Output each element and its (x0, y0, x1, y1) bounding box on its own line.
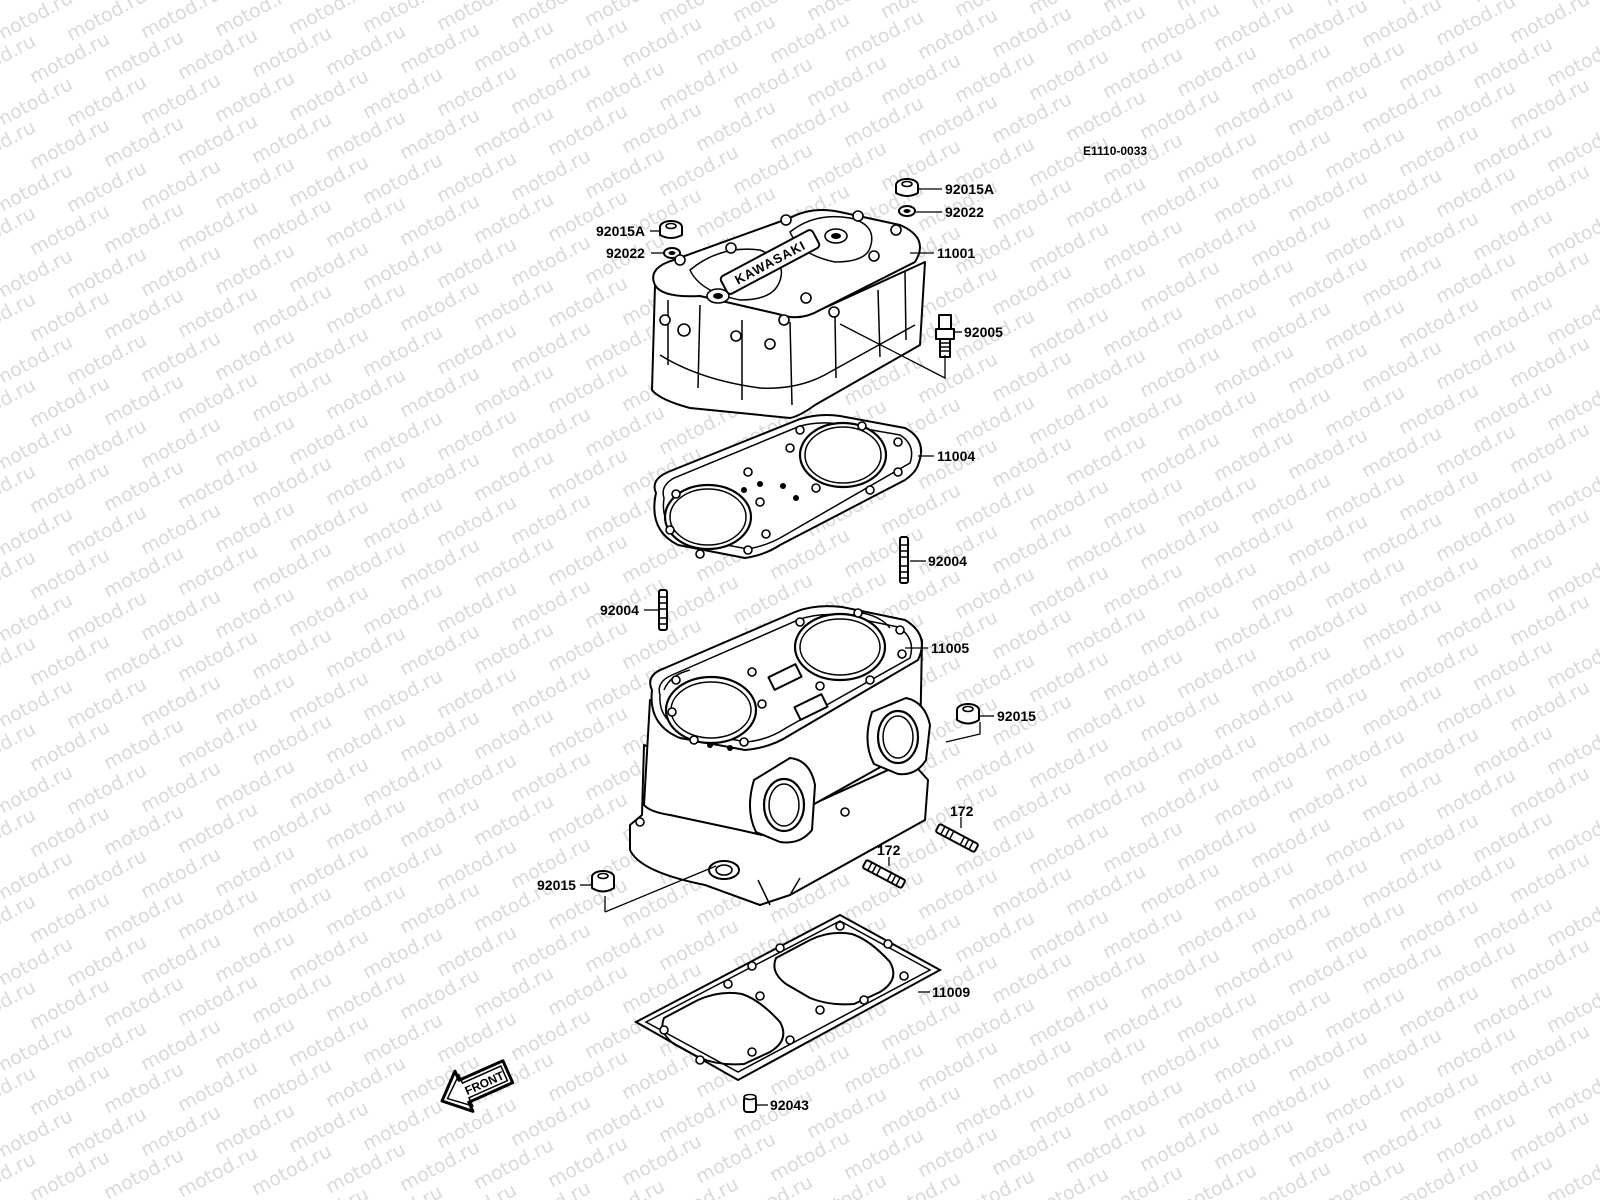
callout-92015-right: 92015 (997, 708, 1036, 724)
stud-92004-left[interactable] (658, 589, 668, 631)
callout-92015A-left: 92015A (596, 223, 645, 239)
callout-92004-left: 92004 (600, 602, 639, 618)
reference-code: E1110-0033 (1083, 144, 1147, 158)
callout-11004: 11004 (937, 448, 975, 464)
callout-92043: 92043 (770, 1097, 809, 1113)
callout-11005: 11005 (931, 640, 969, 656)
watermark-text: motod.ru (1543, 1149, 1600, 1200)
callout-172-upper: 172 (950, 803, 974, 819)
dowel-92043[interactable] (743, 1093, 757, 1113)
washer-92022-right[interactable] (898, 205, 916, 217)
callout-11009: 11009 (932, 984, 970, 1000)
callout-92022-right: 92022 (945, 204, 984, 220)
callout-172-lower: 172 (877, 842, 901, 858)
nut-92015A-right[interactable] (895, 178, 919, 197)
callout-92015A-right: 92015A (945, 181, 994, 197)
nut-92015-right[interactable] (956, 703, 980, 725)
callout-11001: 11001 (937, 245, 975, 261)
nut-92015-left[interactable] (591, 870, 615, 893)
callout-92004-right: 92004 (928, 553, 967, 569)
callout-92015-left: 92015 (537, 877, 576, 893)
callout-92022-left: 92022 (606, 245, 645, 261)
callout-92005: 92005 (964, 324, 1003, 340)
stud-92004-right[interactable] (899, 536, 909, 584)
nut-92015A-left[interactable] (659, 220, 683, 239)
fitting-92005[interactable] (935, 314, 955, 358)
